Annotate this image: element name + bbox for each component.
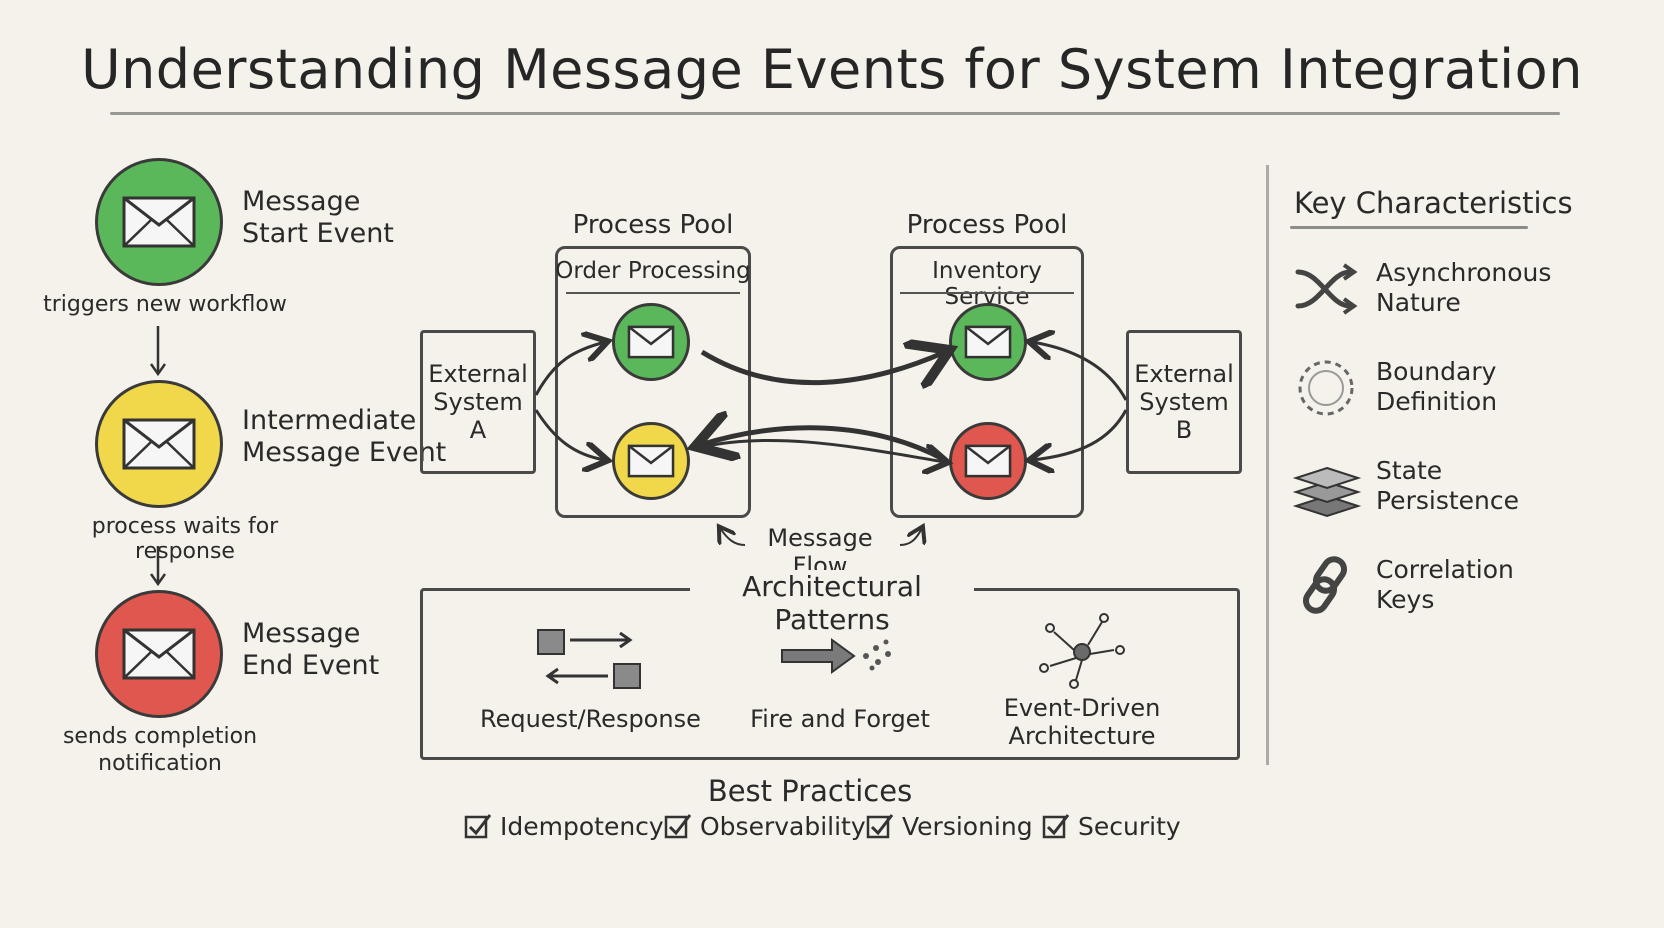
message-start-event-circle [95,158,223,286]
title-underline [110,112,1560,115]
checkbox-icon [1042,813,1070,838]
key-characteristics-title: Key Characteristics [1294,186,1573,220]
envelope-icon [627,325,675,359]
arrow-a-to-order-start [534,342,605,396]
pattern-label-request-response: Request/Response [480,705,701,733]
best-practices-title: Best Practices [707,774,913,808]
shuffle-icon [1295,263,1358,315]
pool-divider [900,292,1074,294]
arrow-a-to-order-intermediate [534,409,605,460]
pool-heading: Process Pool [906,210,1068,240]
arrow-order-to-inventory [700,352,945,383]
chain-link-icon [1302,556,1348,614]
fire-and-forget-icon [781,638,891,674]
order-processing-pool [555,246,751,518]
checkbox-icon [664,813,692,838]
arrow-b-to-inventory-end [1032,409,1128,460]
best-practice-idempotency: Idempotency [464,812,664,841]
arrow-order-to-inventory-end [701,438,945,462]
order-start-event [612,303,690,381]
arrow-b-to-inventory-start [1032,342,1128,401]
layers-icon [1292,466,1362,518]
message-flow-curl-left [720,528,746,546]
best-practice-security: Security [1042,812,1181,841]
patterns-title: Architectural Patterns [690,570,974,636]
envelope-icon [964,325,1012,359]
intermediate-event-caption: process waits for response [91,514,279,564]
start-event-caption: triggers new workflow [43,292,287,317]
envelope-icon [122,196,196,248]
pool-divider [566,292,740,294]
envelope-icon [964,444,1012,478]
order-intermediate-event [612,422,690,500]
event-driven-icon [1039,613,1125,689]
intermediate-event-circle [95,380,223,508]
vertical-divider [1266,165,1269,765]
inventory-service-pool [890,246,1084,518]
pattern-label-fire-and-forget: Fire and Forget [750,705,930,733]
down-arrow-icon [149,326,167,377]
inventory-end-event [949,422,1027,500]
envelope-icon [122,628,196,680]
message-flow-curl-right [899,528,922,546]
key-characteristics-underline [1290,226,1528,229]
pool-name: Order Processing [555,258,751,284]
page-title: Understanding Message Events for System … [81,38,1583,101]
checkbox-icon [464,813,492,838]
arrow-inventory-to-order [700,428,947,460]
envelope-icon [627,444,675,478]
checkbox-icon [866,813,894,838]
message-end-event-circle [95,590,223,718]
dashed-circle-icon [1298,360,1354,416]
pool-heading: Process Pool [572,210,734,240]
best-practice-observability: Observability [664,812,866,841]
envelope-icon [122,418,196,470]
down-arrow-icon [149,546,167,587]
best-practice-versioning: Versioning [866,812,1033,841]
request-response-icon [537,629,641,689]
